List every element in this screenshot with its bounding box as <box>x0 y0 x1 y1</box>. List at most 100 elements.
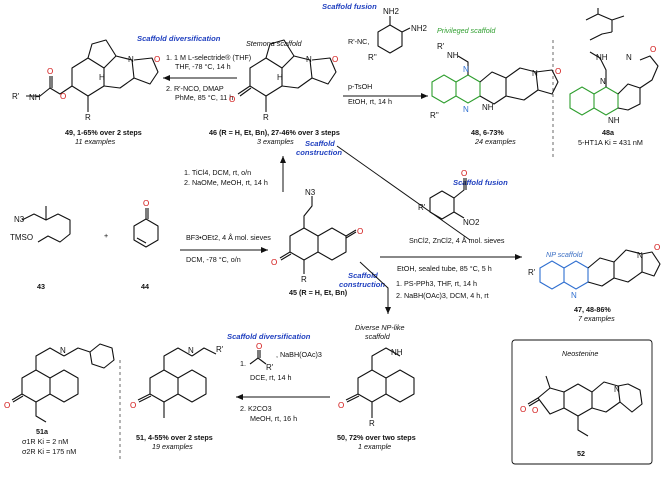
atom-o-46a: O <box>229 95 235 104</box>
atom-no2: NO2 <box>463 218 480 227</box>
label-stemona-scaffold: Stemona scaffold <box>246 39 303 48</box>
compound-51a-sigma2: σ2R Ki = 175 nM <box>22 447 76 456</box>
atom-n-48b: N <box>463 105 469 114</box>
cond-47-1: SnCl2, ZnCl2, 4 Å mol. sieves <box>409 236 505 245</box>
atom-nh2-a: NH2 <box>383 7 400 16</box>
atom-o-52a: O <box>532 406 538 415</box>
cond-51-4: 2. K2CO3 <box>240 404 272 413</box>
atom-r-47: R' <box>528 268 536 277</box>
atom-o-48: O <box>555 67 561 76</box>
cond-51-5: MeOH, rt, 16 h <box>250 414 297 423</box>
arrowhead-to-45 <box>261 247 268 253</box>
compound-46-label: 46 (R = H, Et, Bn), 27-46% over 3 steps <box>209 128 340 137</box>
compound-44-label: 44 <box>141 282 149 291</box>
atom-o-52b: O <box>520 405 526 414</box>
atom-r-49: R <box>85 113 91 122</box>
arrowhead-to-47 <box>515 254 522 260</box>
atom-h-46: H <box>277 73 283 82</box>
arrow-45-to-50 <box>359 261 389 314</box>
atom-o-49b: O <box>47 67 53 76</box>
atom-o-50: O <box>338 401 344 410</box>
atom-n-49: N <box>128 55 134 64</box>
atom-n-52: N <box>614 385 620 394</box>
compound-50-examples: 1 example <box>358 442 391 451</box>
compound-50-label: 50, 72% over two steps <box>337 433 416 442</box>
atom-n-48a: N <box>463 65 469 74</box>
atom-n-48c: N <box>532 69 538 78</box>
atom-r-reagent: R' <box>418 203 426 212</box>
cond-45-2: DCM, -78 °C, o/n <box>186 255 241 264</box>
compound-49-examples: 11 examples <box>75 137 116 146</box>
label-diverse-np-like-a: Diverse NP-like <box>355 323 405 332</box>
cond-50-1: 1. PS-PPh3, THF, rt, 14 h <box>396 279 477 288</box>
header-scaffold-diversification-top: Scaffold diversification <box>137 34 221 43</box>
cond-49-3: 2. R'-NCO, DMAP <box>166 84 224 93</box>
atom-rpp-reagent: R'' <box>368 53 377 62</box>
compound-44-structure: O <box>133 199 159 248</box>
cond-45-1: BF3•OEt2, 4 Å mol. sieves <box>186 233 271 242</box>
atom-o-47: O <box>654 243 660 252</box>
atom-n-51: N <box>188 346 194 355</box>
atom-o-48a: O <box>650 45 656 54</box>
aldehyde-reagent <box>249 350 267 365</box>
nitrobenzaldehyde-structure: O NO2 R' <box>418 169 480 227</box>
cond-49-4: PhMe, 85 °C, 11 h <box>175 93 233 102</box>
atom-r-45: R <box>301 275 307 284</box>
atom-nh-48: NH <box>447 51 459 60</box>
compound-52-structure: O O N <box>520 375 643 437</box>
compound-51a-sigma1: σ1R Ki = 2 nM <box>22 437 68 446</box>
arrowhead-45-to-46 <box>280 156 286 163</box>
compound-45-structure: N3 O O R <box>271 188 363 284</box>
compound-47-examples: 7 examples <box>578 314 615 323</box>
atom-nh-49: NH <box>29 93 41 102</box>
atom-n3-43: N3 <box>14 215 25 224</box>
header-scaffold-diversification-bottom: Scaffold diversification <box>227 332 311 341</box>
cond-46-2: 2. NaOMe, MeOH, rt, 14 h <box>184 178 268 187</box>
compound-46-structure: O R N O H <box>229 39 338 122</box>
atom-n3-45: N3 <box>305 188 316 197</box>
atom-nh-48b: NH <box>482 103 494 112</box>
header-scaffold-fusion-top: Scaffold fusion <box>322 2 377 11</box>
compound-51a-structure: N O <box>4 343 115 423</box>
atom-o-45b: O <box>271 258 277 267</box>
atom-o-46b: O <box>332 55 338 64</box>
label-diverse-np-like-b: scaffold <box>365 332 391 341</box>
compound-50-structure: NH O R <box>338 347 415 428</box>
neostenine-box <box>511 339 653 465</box>
compound-48a-structure: NH N NH N O <box>569 8 659 125</box>
compound-47-structure: N N O R' <box>528 243 661 300</box>
header-scaffold-construction-1b: construction <box>296 148 342 157</box>
atom-rp-51: R' <box>216 345 224 354</box>
atom-nh-48a2: NH <box>608 116 620 125</box>
neostenine-title: Neostenine <box>562 349 598 358</box>
compound-49-structure: O O NH R' R N O H <box>12 39 160 122</box>
compound-43-structure: N3 TMSO <box>10 206 71 243</box>
arrowhead-45-to-50 <box>385 307 391 314</box>
compound-52-label: 52 <box>577 449 585 458</box>
compound-48-structure: N N NH R' NH N O R'' <box>430 42 561 120</box>
atom-o-44: O <box>143 199 149 208</box>
atom-n-48a3: N <box>626 53 632 62</box>
cond-49-2: THF, -78 °C, 14 h <box>175 62 231 71</box>
compound-48-label: 48, 6-73% <box>471 128 504 137</box>
diamine-reagent-structure: NH2 NH2 R'' <box>368 7 428 62</box>
atom-o-aldehyde-51: O <box>256 342 262 351</box>
atom-o-49a: O <box>60 92 66 101</box>
cond-48-2: p-TsOH <box>348 82 372 91</box>
atom-n-51a: N <box>60 346 66 355</box>
atom-n-47b: N <box>637 251 643 260</box>
compound-51-structure: N R' O <box>130 345 224 418</box>
compound-48a-label: 48a <box>602 128 615 137</box>
compound-47-label: 47, 48-86% <box>574 305 611 314</box>
atom-rpp-48: R'' <box>430 111 439 120</box>
compound-48a-activity: 5-HT1A Ki = 431 nM <box>578 138 643 147</box>
cond-48-1: R'-NC, <box>348 37 369 46</box>
compound-51-label: 51, 4-55% over 2 steps <box>136 433 213 442</box>
atom-nh-48a: NH <box>596 53 608 62</box>
cond-51-2: , NaBH(OAc)3 <box>276 350 322 359</box>
atom-rp-aldehyde: R' <box>266 363 274 372</box>
header-scaffold-construction-1a: Scaffold <box>305 139 335 148</box>
cond-51-3: DCE, rt, 14 h <box>250 373 292 382</box>
compound-51a-label: 51a <box>36 427 49 436</box>
